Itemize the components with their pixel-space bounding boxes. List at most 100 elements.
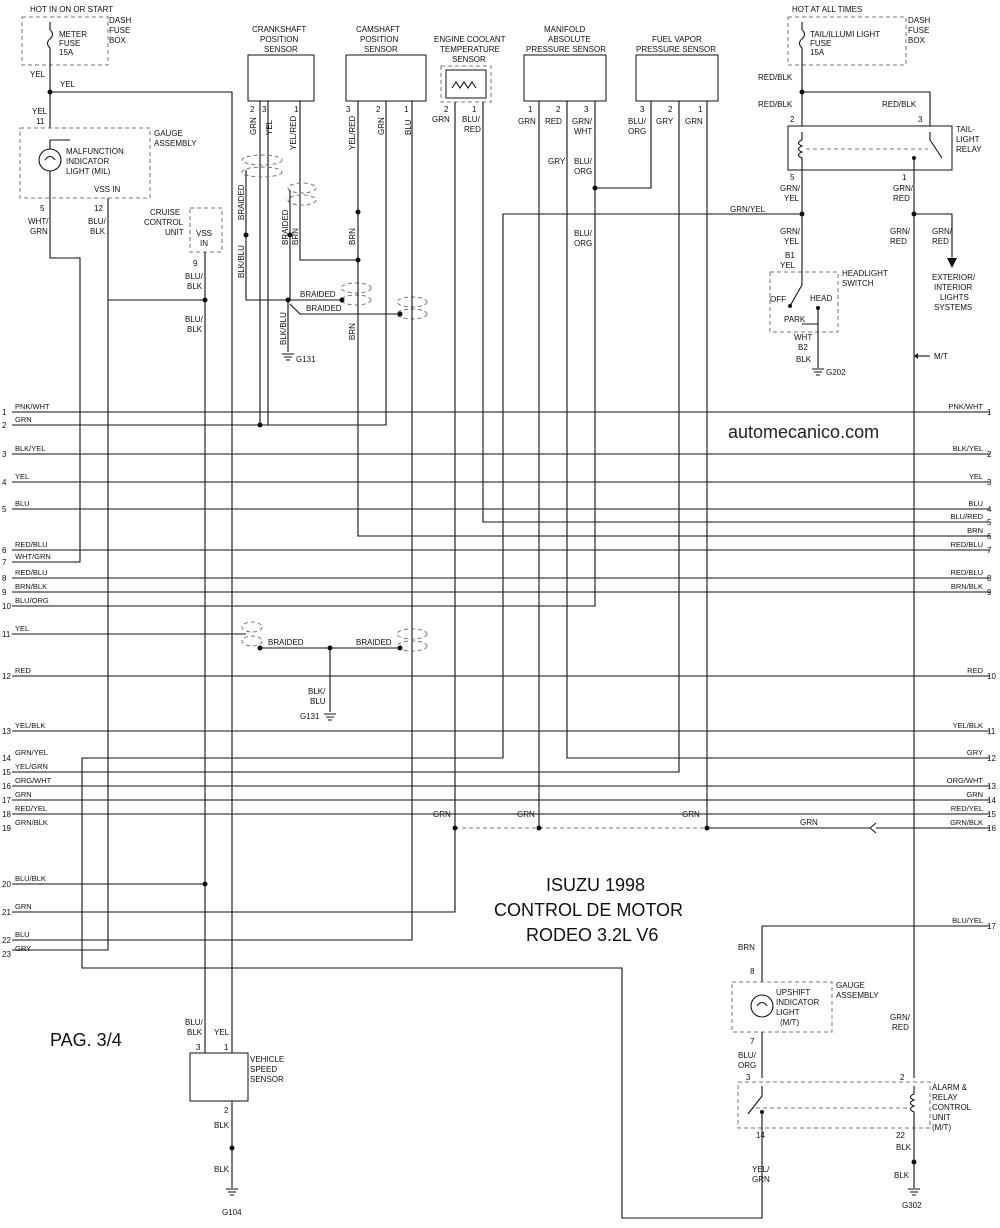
- text: BRAIDED: [237, 184, 246, 220]
- mil-label-3: LIGHT (MIL): [66, 167, 111, 176]
- wire: [914, 213, 953, 260]
- text: WHT: [794, 333, 812, 342]
- right-pin-color: GRN/BLK: [950, 818, 983, 827]
- text: RED: [890, 237, 907, 246]
- wire-label-blu-blk-2: BLK: [187, 282, 203, 291]
- fuse-box-label-2: FUSE: [109, 26, 130, 35]
- text: UPSHIFT: [776, 988, 810, 997]
- left-pin-color: YEL/GRN: [15, 762, 48, 771]
- text: GAUGE: [836, 981, 865, 990]
- left-pin-color: BRN/BLK: [15, 582, 47, 591]
- text: BLU/: [574, 157, 593, 166]
- pin-label: 1: [294, 105, 299, 114]
- text: DASH: [908, 16, 930, 25]
- ground-g131-icon-2: [324, 713, 336, 721]
- text: RED: [893, 194, 910, 203]
- text: GRY: [548, 157, 566, 166]
- cruise-vss-label: VSS: [196, 229, 212, 238]
- cmp-sensor: [345, 54, 427, 102]
- yel-feed-wire: [50, 91, 233, 1040]
- pin-label: 2: [376, 105, 381, 114]
- right-pin-color: BLU/YEL: [952, 916, 983, 925]
- text: EXTERIOR/: [932, 273, 976, 282]
- text: GRN: [800, 818, 818, 827]
- right-pin-number: 7: [987, 546, 992, 555]
- pin-label: 3: [262, 105, 267, 114]
- text: GRN/YEL: [730, 205, 766, 214]
- left-pin-color: BLU: [15, 499, 30, 508]
- text: ASSEMBLY: [836, 991, 879, 1000]
- pin-label: 7: [750, 1037, 755, 1046]
- hot-run-start-label: HOT IN ON OR START: [30, 5, 113, 14]
- vehicle-speed-sensor: [189, 1052, 249, 1102]
- tail-fuse-box: [787, 16, 907, 66]
- text: GRN: [249, 117, 258, 135]
- left-pin-number: 6: [2, 546, 7, 555]
- text: BLK: [896, 1143, 912, 1152]
- left-pin-color: BLU/ORG: [15, 596, 49, 605]
- wht-grn-wire: [12, 198, 81, 563]
- wire-label-blu-blk-1: BLU/: [185, 272, 204, 281]
- splice: [704, 825, 710, 831]
- right-pin-color: RED/BLU: [950, 540, 983, 549]
- splice: [355, 257, 361, 263]
- text: FUSE: [810, 39, 831, 48]
- headlight-switch-box: [769, 271, 839, 333]
- left-pin-color: RED/YEL: [15, 804, 47, 813]
- mil-label-1: MALFUNCTION: [66, 147, 124, 156]
- wire-label-wht-grn-1: WHT/: [28, 217, 49, 226]
- left-pin-color: GRN/YEL: [15, 748, 48, 757]
- text: GRN/: [572, 117, 593, 126]
- text: BRN: [348, 228, 357, 245]
- text: ORG: [574, 239, 592, 248]
- text: SWITCH: [842, 279, 874, 288]
- cmp-label-2: POSITION: [360, 35, 398, 44]
- cmp-grn-wire: [12, 101, 387, 426]
- text: VEHICLE: [250, 1055, 284, 1064]
- mil-lamp-icon: [38, 148, 62, 172]
- left-pin-color: RED/BLU: [15, 568, 48, 577]
- splice: [788, 304, 792, 308]
- text: RED: [932, 237, 949, 246]
- shape: [241, 166, 283, 178]
- splice: [257, 645, 263, 651]
- ckp-label-1: CRANKSHAFT: [252, 25, 306, 34]
- text: GRN: [518, 117, 536, 126]
- text: GRN/: [780, 184, 801, 193]
- pin-label: 8: [750, 967, 755, 976]
- right-pin-number: 4: [987, 505, 992, 514]
- cmp-brn-wire: [357, 101, 990, 537]
- left-pin-number: 13: [2, 727, 11, 736]
- splice: [243, 232, 249, 238]
- wire-label-yel: YEL: [30, 70, 46, 79]
- gry-wire-23: [12, 300, 109, 951]
- pin-label: 3: [584, 105, 589, 114]
- text: YEL/RED: [348, 116, 357, 150]
- pin-label: 3: [640, 105, 645, 114]
- left-pin-color: RED: [15, 666, 31, 675]
- text: BRN: [348, 323, 357, 340]
- left-pin-color: YEL: [15, 472, 29, 481]
- left-pin-color: BLU/BLK: [15, 874, 46, 883]
- meter-fuse-rating: 15A: [59, 48, 74, 57]
- watermark-text: automecanico.com: [728, 422, 879, 442]
- left-pin-color: GRN: [15, 415, 32, 424]
- fvp-bluorg-wire: [595, 101, 652, 189]
- text: BRN: [738, 943, 755, 952]
- text: BRN: [291, 228, 300, 245]
- text: INTERIOR: [934, 283, 972, 292]
- right-pin-number: 8: [987, 574, 992, 583]
- left-pin-number: 11: [2, 630, 11, 639]
- text: ORG: [628, 127, 646, 136]
- text: LIGHTS: [940, 293, 969, 302]
- left-pin-number: 7: [2, 558, 7, 567]
- text: YEL/: [752, 1165, 770, 1174]
- text: BLK/: [308, 687, 326, 696]
- text: RED/BLK: [758, 100, 793, 109]
- text: BLK: [894, 1171, 910, 1180]
- text: BRAIDED: [268, 638, 304, 647]
- headlight-switch-icon: [789, 270, 803, 307]
- right-pin-color: BLU: [968, 499, 983, 508]
- text: RELAY: [932, 1093, 958, 1102]
- left-pin-number: 10: [2, 602, 11, 611]
